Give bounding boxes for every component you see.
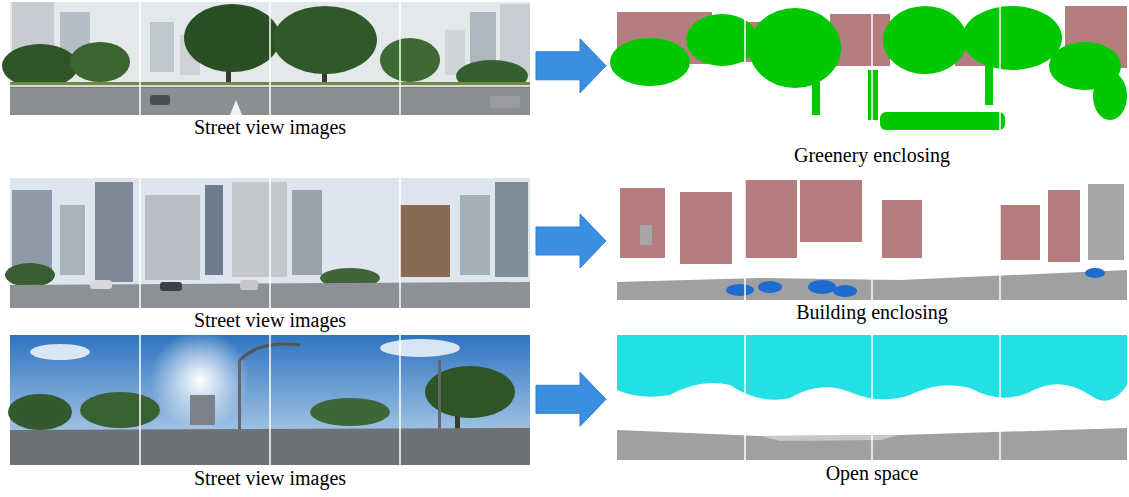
block-arrow <box>536 214 606 268</box>
block-arrow <box>536 39 606 93</box>
image-panel: Building enclosing <box>617 178 1127 324</box>
image-panel: Open space <box>617 335 1127 485</box>
panel-caption: Greenery enclosing <box>617 143 1127 167</box>
panel-caption: Open space <box>617 461 1127 485</box>
image-panel: Street view images <box>10 178 530 332</box>
panel-caption: Street view images <box>10 308 530 332</box>
block-arrow <box>536 372 606 426</box>
image-panel: Greenery enclosing <box>617 3 1127 167</box>
panel-caption: Building enclosing <box>617 300 1127 324</box>
image-panel: Street view images <box>10 2 530 139</box>
image-panel: Street view images <box>10 335 530 490</box>
panel-caption: Street view images <box>10 115 530 139</box>
panel-caption: Street view images <box>10 466 530 490</box>
